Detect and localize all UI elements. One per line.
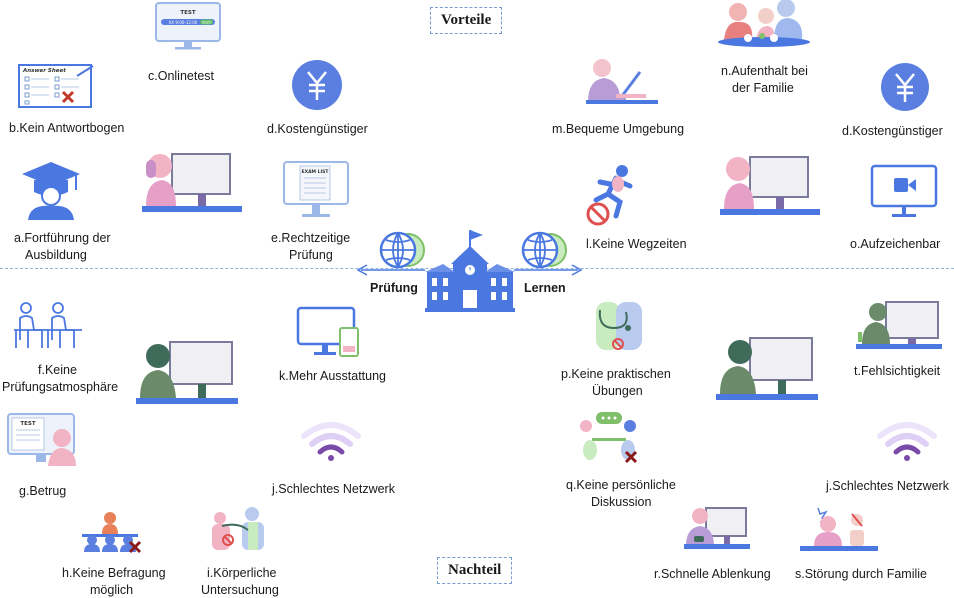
arrow-right-icon xyxy=(514,264,583,276)
distraction-icon xyxy=(684,507,750,549)
label-k: k.Mehr Ausstattung xyxy=(279,369,387,383)
label-d-left: d.Kostengünstiger xyxy=(267,122,368,136)
label-t: t.Fehlsichtigkeit xyxy=(854,364,941,378)
label-s: s.Störung durch Familie xyxy=(795,567,928,581)
graduate-icon xyxy=(22,162,80,220)
exam-monitor-icon: EXAM LIST xyxy=(283,161,349,217)
cheating-monitor-icon: TEST xyxy=(7,413,76,466)
yuan-coin-icon xyxy=(881,63,929,111)
time-label: XX 9:00-12:00 xyxy=(169,20,198,25)
label-e-line2: Prüfung xyxy=(289,248,333,262)
advantages-header: Vorteile xyxy=(430,7,503,34)
online-test-monitor-icon: TEST XX 9:00-12:00 Start xyxy=(155,2,221,50)
label-c: c.Onlinetest xyxy=(148,69,215,83)
arrow-left-icon xyxy=(356,264,425,276)
label-p-line2: Übungen xyxy=(592,384,643,398)
globe-icon xyxy=(521,231,567,269)
label-m: m.Bequeme Umgebung xyxy=(552,122,685,136)
label-b: b.Kein Antwortbogen xyxy=(9,121,125,135)
no-practice-icon xyxy=(596,302,642,350)
label-f-line1: f.Keine xyxy=(38,363,77,377)
label-h-line2: möglich xyxy=(90,583,134,597)
label-i-line2: Untersuchung xyxy=(201,583,279,597)
label-a-line1: a.Fortführung der xyxy=(14,231,111,245)
label-r: r.Schnelle Ablenkung xyxy=(654,567,771,581)
exam-list-label: EXAM LIST xyxy=(302,169,330,175)
test-label: TEST xyxy=(180,10,195,16)
answer-sheet-label: Answer Sheet xyxy=(22,68,66,74)
test-label: TEST xyxy=(20,421,35,427)
sad-student-computer-icon xyxy=(716,337,818,400)
label-p-line1: p.Keine praktischen xyxy=(561,367,671,381)
video-monitor-icon xyxy=(870,164,938,217)
globe-icon xyxy=(379,231,425,269)
weak-wifi-icon xyxy=(301,422,361,461)
disadvantages-header: Nachteil xyxy=(437,557,513,584)
eye-strain-icon xyxy=(856,301,942,349)
interview-group-icon xyxy=(82,512,142,554)
label-o: o.Aufzeichenbar xyxy=(850,237,941,251)
no-discussion-icon xyxy=(580,412,638,464)
label-l: l.Keine Wegzeiten xyxy=(586,237,687,251)
label-h-line1: h.Keine Befragung xyxy=(62,566,166,580)
label-n-line1: n.Aufenthalt bei xyxy=(721,64,808,78)
label-f-line2: Prüfungsatmosphäre xyxy=(2,380,119,394)
student-computer-icon xyxy=(142,153,242,212)
label-e-line1: e.Rechtzeitige xyxy=(271,231,351,245)
physical-exam-icon xyxy=(212,507,264,550)
center-label-learning: Lernen xyxy=(524,281,566,295)
answer-sheet-icon: Answer Sheet xyxy=(18,64,94,108)
weak-wifi-icon xyxy=(877,422,937,461)
label-q-line2: Diskussion xyxy=(591,495,652,509)
computer-equipment-icon xyxy=(296,306,359,357)
start-label: Start xyxy=(202,21,211,25)
label-j-left: j.Schlechtes Netzwerk xyxy=(272,482,395,496)
runner-icon xyxy=(586,165,633,226)
label-d-right: d.Kostengünstiger xyxy=(842,124,943,138)
yuan-coin-icon xyxy=(292,60,342,110)
sad-student-computer-icon xyxy=(136,341,238,404)
label-q-line1: q.Keine persönliche xyxy=(566,478,676,492)
label-g: g.Betrug xyxy=(19,484,67,498)
exam-room-icon xyxy=(14,302,82,348)
comfortable-desk-icon xyxy=(586,59,658,104)
center-label-exam: Prüfung xyxy=(370,281,418,295)
label-j-right: j.Schlechtes Netzwerk xyxy=(826,479,949,493)
family-dinner-icon xyxy=(718,0,810,47)
label-n-line2: der Familie xyxy=(732,81,794,95)
label-a-line2: Ausbildung xyxy=(25,248,87,262)
student-computer-icon xyxy=(720,156,820,215)
label-i-line1: i.Körperliche xyxy=(207,566,277,580)
school-building-icon xyxy=(425,230,515,312)
family-disturbance-icon xyxy=(800,507,878,551)
